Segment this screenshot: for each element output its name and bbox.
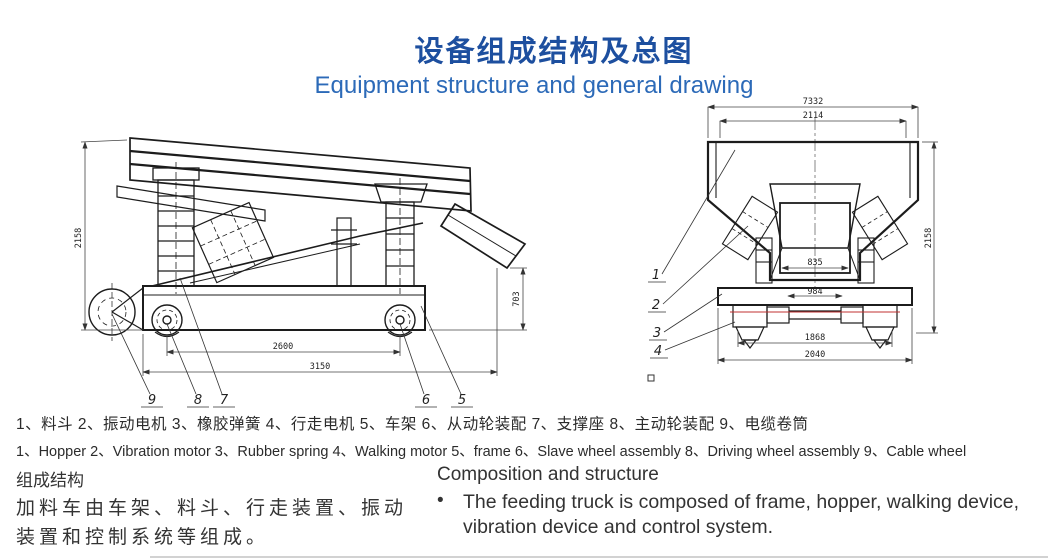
dim-discharge-height: 703 xyxy=(512,291,522,306)
axle-assembly xyxy=(732,304,898,328)
legend-zh: 1、料斗 2、振动电机 3、橡胶弹簧 4、行走电机 5、车架 6、从动轮装配 7… xyxy=(16,416,809,433)
right-support-column xyxy=(374,178,428,294)
front-motor-left xyxy=(721,195,779,261)
small-square-mark xyxy=(647,374,655,382)
left-spring-column xyxy=(152,162,200,294)
dim-frame-width: 984 xyxy=(807,287,822,297)
dim-front-height: 2158 xyxy=(924,228,934,248)
dim-side-height: 2158 xyxy=(74,228,84,248)
bullet-icon: • xyxy=(437,490,444,511)
legend-en: 1、Hopper 2、Vibration motor 3、Rubber spri… xyxy=(16,444,967,460)
callout-9: 9 xyxy=(148,393,156,408)
front-springs xyxy=(755,237,875,284)
composition-heading-zh: 组成结构 xyxy=(16,471,84,490)
dim-throat-width: 835 xyxy=(807,258,822,268)
dim-wheelbase: 2600 xyxy=(273,342,293,352)
side-view-dimensions xyxy=(80,139,527,376)
callout-1: 1 xyxy=(652,268,660,283)
composition-body-zh: 加料车由车架、料斗、行走装置、振动装置和控制系统等组成。 xyxy=(16,498,408,549)
dim-wheel-track: 1868 xyxy=(805,333,825,343)
callout-8: 8 xyxy=(194,393,202,408)
front-view-callouts xyxy=(648,149,749,359)
parts-legend: 1、料斗 2、振动电机 3、橡胶弹簧 4、行走电机 5、车架 6、从动轮装配 7… xyxy=(16,412,1036,461)
front-view-drawing: 7332 2114 2158 835 984 1868 2040 1 2 3 4 xyxy=(647,97,938,382)
page-title: 设备组成结构及总图 xyxy=(414,36,694,68)
side-view-callouts xyxy=(111,277,473,408)
driving-wheel xyxy=(151,304,183,338)
bottom-divider xyxy=(150,556,1048,558)
dim-base-width: 2040 xyxy=(805,350,825,360)
composition-bullet-en: The feeding truck is composed of frame, … xyxy=(463,491,1020,539)
front-motor-right xyxy=(851,195,909,261)
cable-reel xyxy=(88,283,144,341)
side-view-drawing: 2158 2600 3150 703 9 8 7 6 5 xyxy=(74,137,527,408)
middle-support xyxy=(331,217,357,287)
callout-7: 7 xyxy=(220,393,229,408)
front-view-dimensions xyxy=(707,104,938,364)
vibration-motor-box xyxy=(191,201,275,284)
callout-2: 2 xyxy=(652,298,660,313)
composition-zh-block: 组成结构 加料车由车架、料斗、行走装置、振动装置和控制系统等组成。 xyxy=(16,466,428,553)
dim-top-inner: 2114 xyxy=(803,111,823,121)
callout-4: 4 xyxy=(654,344,662,359)
page-subtitle: Equipment structure and general drawing xyxy=(314,72,754,99)
dim-top-outer: 7332 xyxy=(803,97,823,107)
callout-6: 6 xyxy=(422,393,430,408)
callout-3: 3 xyxy=(653,326,661,341)
front-view-body xyxy=(706,140,920,349)
dim-overall-length: 3150 xyxy=(310,362,330,372)
callout-5: 5 xyxy=(458,393,466,408)
composition-en-block: Composition and structure • The feeding … xyxy=(437,464,1037,541)
composition-heading-en: Composition and structure xyxy=(437,464,659,485)
slave-wheel xyxy=(384,304,416,338)
side-view-body xyxy=(88,137,527,341)
